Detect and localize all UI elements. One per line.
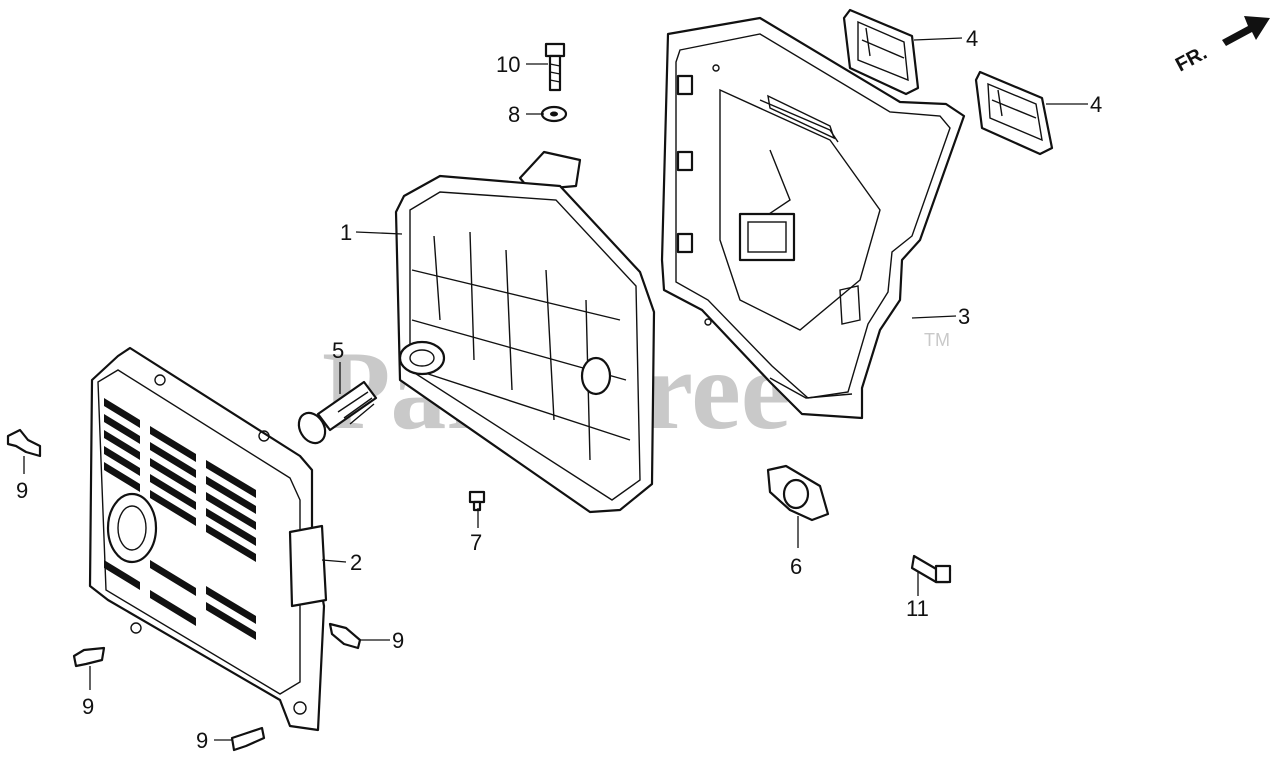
callout-9-bottom: 9	[196, 728, 208, 753]
part-gasket	[766, 464, 830, 522]
callouts: 1 2 3 4 4 5 6 7 8 10 9 9 9 9 11	[16, 26, 1102, 753]
trademark: TM	[924, 330, 950, 350]
part-bolt-9-low-left	[72, 646, 106, 668]
part-bolt-11	[910, 554, 952, 584]
part-washer-8	[540, 105, 568, 123]
part-muffler	[394, 150, 656, 514]
part-muffler-protector	[660, 16, 966, 420]
callout-2: 2	[350, 550, 362, 575]
callout-4-lower: 4	[1090, 92, 1102, 117]
louver-slots	[104, 398, 256, 640]
leader-lines	[23, 37, 1088, 741]
part-bolt-9-mid	[328, 622, 362, 650]
callout-4-upper: 4	[966, 26, 978, 51]
callout-5: 5	[332, 338, 344, 363]
part-bolt-9-left	[6, 428, 42, 458]
part-bolt-9-bottom	[230, 726, 266, 752]
direction-label: FR.	[1172, 42, 1211, 77]
part-bolt-7	[468, 490, 486, 512]
callout-1: 1	[340, 220, 352, 245]
callout-3: 3	[958, 304, 970, 329]
callout-6: 6	[790, 554, 802, 579]
callout-10: 10	[496, 52, 520, 77]
callout-9-left: 9	[16, 478, 28, 503]
front-arrow-icon	[1222, 16, 1270, 46]
front-direction-indicator: FR.	[1172, 16, 1270, 76]
part-muffler-cover	[88, 346, 328, 732]
callout-8: 8	[508, 102, 520, 127]
part-cover-lower	[974, 70, 1054, 156]
part-cover-upper	[842, 8, 920, 96]
callout-11: 11	[906, 596, 929, 621]
callout-9-low-left: 9	[82, 694, 94, 719]
callout-7: 7	[470, 530, 482, 555]
part-spark-arrester	[297, 380, 378, 445]
callout-9-mid: 9	[392, 628, 404, 653]
part-bolt-10	[544, 42, 566, 92]
